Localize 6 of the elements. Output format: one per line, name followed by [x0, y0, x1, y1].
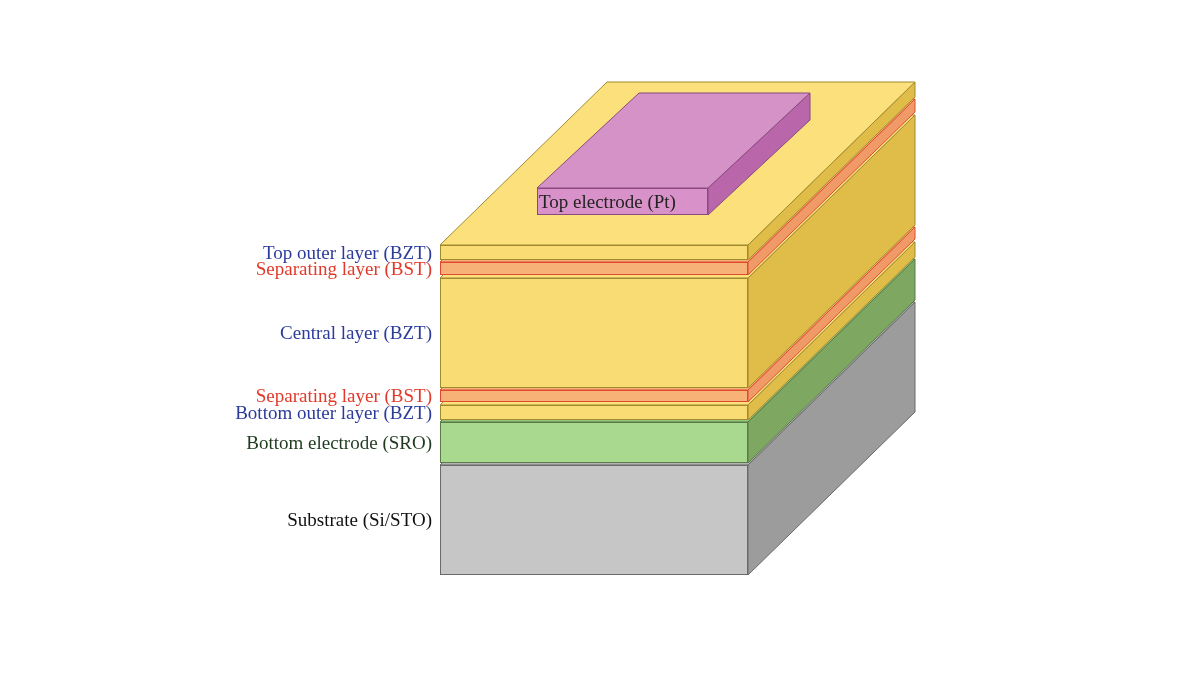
- layer-label: Separating layer (BST): [255, 386, 432, 406]
- layer-label: Bottom electrode (SRO): [246, 432, 432, 453]
- layer-label: Central layer (BZT): [280, 323, 432, 343]
- layer-label: Substrate (Si/STO): [287, 510, 432, 530]
- electrode-label: Top electrode (Pt): [539, 191, 676, 213]
- top-electrode-pad: [537, 188, 708, 215]
